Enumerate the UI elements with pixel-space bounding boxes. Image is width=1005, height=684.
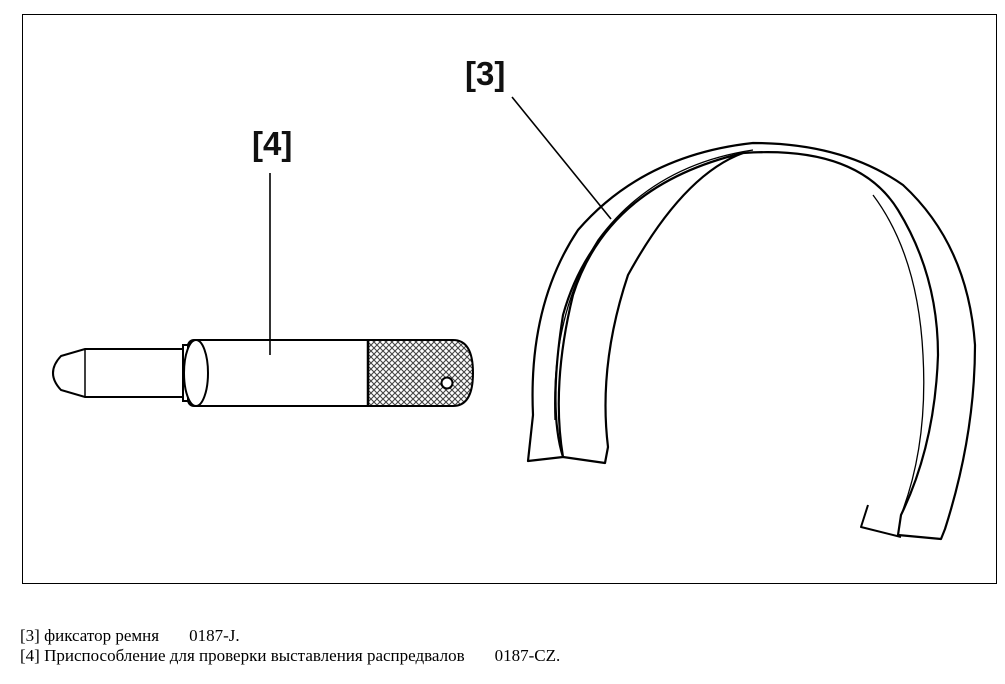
callout-camshaft-tool: [4] — [252, 125, 293, 162]
tool-body — [187, 339, 379, 407]
belt-retainer — [526, 141, 977, 541]
legend-description: Приспособление для проверки выставления … — [44, 646, 465, 665]
tools-illustration — [52, 96, 977, 541]
legend-code: 0187-CZ. — [494, 646, 561, 665]
figure-frame: [3] [4] — [22, 14, 997, 584]
legend-description: фиксатор ремня — [44, 626, 160, 645]
leader-line-3 — [511, 96, 612, 220]
camshaft-setting-tool — [52, 339, 475, 407]
legend-code: 0187-J. — [189, 626, 240, 645]
legend-item: [4] Приспособление для проверки выставле… — [20, 646, 980, 666]
callout-belt-retainer: [3] — [465, 55, 506, 92]
belt-retainer-edge-line — [554, 149, 754, 421]
tool-body-end — [183, 339, 209, 407]
tool-pin-tip — [52, 348, 184, 398]
belt-retainer-inner-face — [557, 151, 745, 465]
tool-handle-hole — [440, 376, 454, 390]
legend-ref: [4] — [20, 646, 40, 665]
legend-ref: [3] — [20, 626, 40, 645]
legend-item: [3] фиксатор ремня 0187-J. — [20, 626, 980, 646]
tool-knurled-handle — [367, 339, 475, 407]
legend: [3] фиксатор ремня 0187-J. [4] Приспособл… — [20, 626, 980, 666]
